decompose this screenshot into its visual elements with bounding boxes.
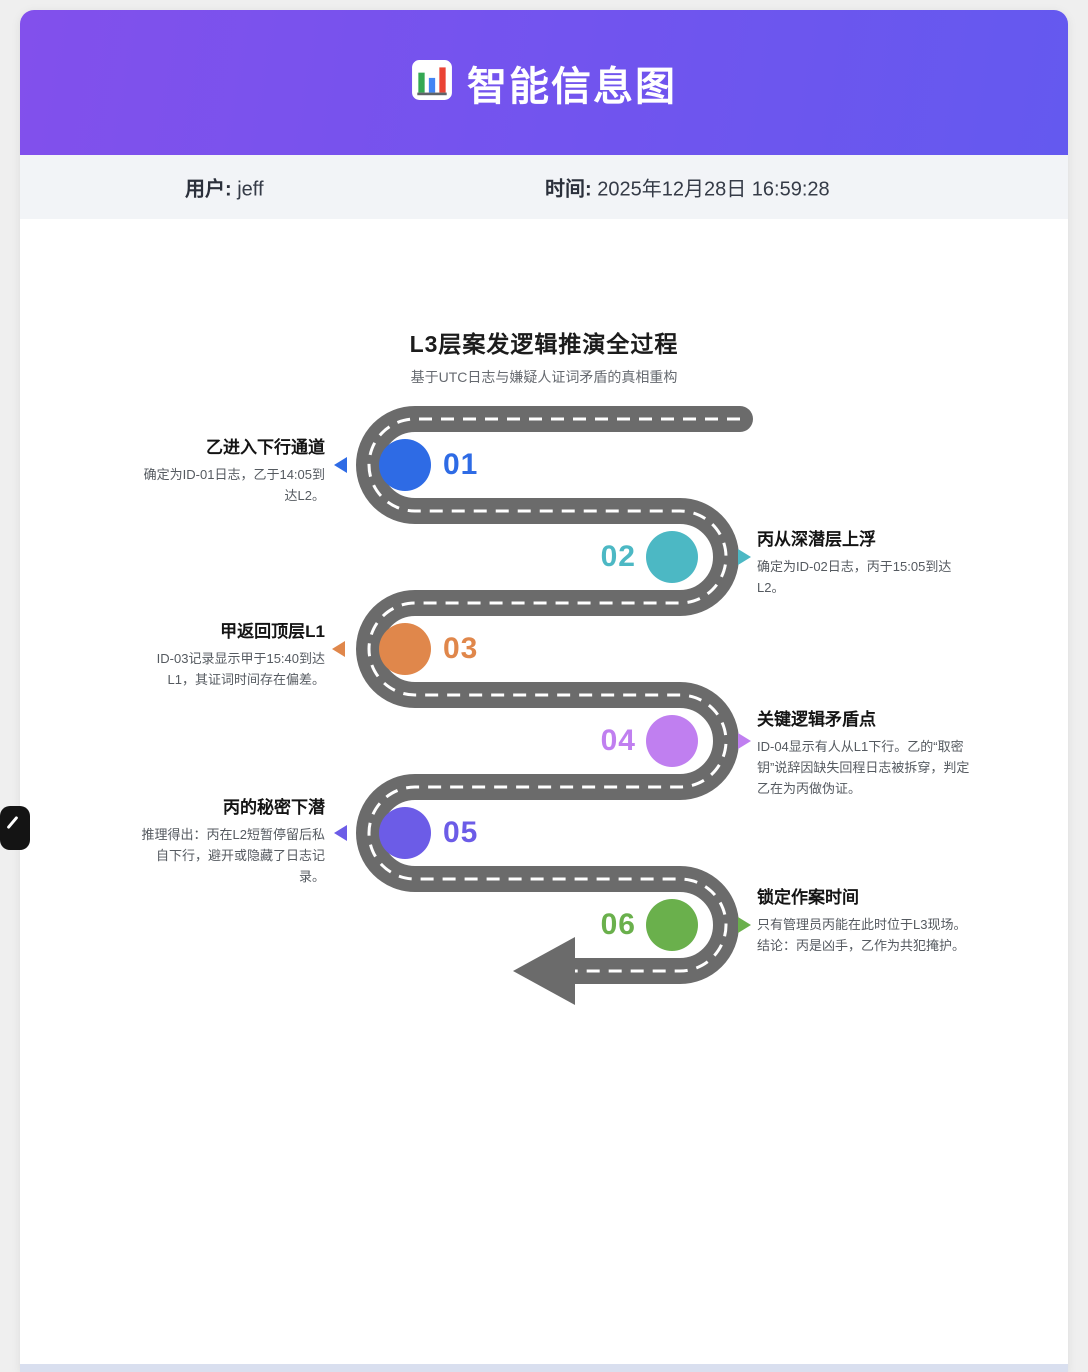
step-03-circle <box>379 623 431 675</box>
road-center-dashes <box>367 417 740 973</box>
step-04-label: 关键逻辑矛盾点 ID-04显示有人从L1下行。乙的“取密钥”说辞因缺失回程日志被… <box>757 705 972 799</box>
step-04-pointer-icon <box>738 733 751 749</box>
road-asphalt <box>356 406 753 984</box>
step-02-title: 丙从深潜层上浮 <box>757 530 876 549</box>
step-01-number: 01 <box>443 448 479 481</box>
infographic-canvas: L3层案发逻辑推演全过程 基于UTC日志与嫌疑人证词矛盾的真相重构 01 乙进入… <box>20 219 1068 1364</box>
step-03-pointer-icon <box>332 641 345 657</box>
user-value: jeff <box>237 178 264 201</box>
footer-strip <box>20 1364 1068 1372</box>
app-title: 智能信息图 <box>467 64 677 109</box>
time-info: 时间: 2025年12月28日 16:59:28 <box>545 173 830 202</box>
step-03-title: 甲返回顶层L1 <box>220 622 325 641</box>
step-01-label: 乙进入下行通道 确定为ID-01日志，乙于14:05到达L2。 <box>140 433 325 506</box>
step-06-label: 锁定作案时间 只有管理员丙能在此时位于L3现场。结论：丙是凶手，乙作为共犯掩护。 <box>757 883 972 956</box>
step-01-circle <box>379 439 431 491</box>
step-04-number: 04 <box>600 724 636 757</box>
step-04-desc: ID-04显示有人从L1下行。乙的“取密钥”说辞因缺失回程日志被拆穿，判定乙在为… <box>757 739 970 797</box>
step-02-pointer-icon <box>738 549 751 565</box>
step-01-desc: 确定为ID-01日志，乙于14:05到达L2。 <box>143 467 325 504</box>
step-02-circle <box>646 531 698 583</box>
step-06-number: 06 <box>600 908 636 941</box>
step-03-label: 甲返回顶层L1 ID-03记录显示甲于15:40到达L1，其证词时间存在偏差。 <box>140 617 325 690</box>
road-arrowhead-icon <box>513 937 575 1005</box>
user-label: 用户: <box>185 178 232 201</box>
step-04-title: 关键逻辑矛盾点 <box>757 710 876 729</box>
bar-chart-icon <box>411 59 453 106</box>
step-05-pointer-icon <box>334 825 347 841</box>
step-02-desc: 确定为ID-02日志，丙于15:05到达L2。 <box>757 559 952 596</box>
step-06-pointer-icon <box>738 917 751 933</box>
road-path-svg <box>356 406 753 1005</box>
step-06-desc: 只有管理员丙能在此时位于L3现场。结论：丙是凶手，乙作为共犯掩护。 <box>757 917 967 954</box>
step-05-label: 丙的秘密下潜 推理得出：丙在L2短暂停留后私自下行，避开或隐藏了日志记录。 <box>140 793 325 887</box>
infographic-subtitle: 基于UTC日志与嫌疑人证词矛盾的真相重构 <box>410 369 678 385</box>
time-value: 2025年12月28日 16:59:28 <box>597 178 830 201</box>
user-info: 用户: jeff <box>185 173 264 202</box>
step-01-pointer-icon <box>334 457 347 473</box>
side-edit-handle[interactable] <box>0 806 30 850</box>
page-card: 智能信息图 用户: jeff 时间: 2025年12月28日 16:59:28 … <box>20 10 1068 1372</box>
pencil-icon <box>6 815 19 830</box>
step-05-desc: 推理得出：丙在L2短暂停留后私自下行，避开或隐藏了日志记录。 <box>141 827 325 885</box>
step-02-number: 02 <box>600 540 636 573</box>
step-04-circle <box>646 715 698 767</box>
step-06-circle <box>646 899 698 951</box>
time-label: 时间: <box>545 178 592 201</box>
info-bar: 用户: jeff 时间: 2025年12月28日 16:59:28 <box>20 155 1068 219</box>
step-06-title: 锁定作案时间 <box>757 888 859 907</box>
step-02-label: 丙从深潜层上浮 确定为ID-02日志，丙于15:05到达L2。 <box>757 525 969 598</box>
step-05-number: 05 <box>443 816 479 849</box>
step-05-circle <box>379 807 431 859</box>
app-header: 智能信息图 <box>20 10 1068 155</box>
step-03-desc: ID-03记录显示甲于15:40到达L1，其证词时间存在偏差。 <box>156 651 325 688</box>
step-03-number: 03 <box>443 632 479 665</box>
step-05-title: 丙的秘密下潜 <box>223 798 325 817</box>
step-01-title: 乙进入下行通道 <box>206 438 325 457</box>
infographic-title: L3层案发逻辑推演全过程 <box>409 331 679 357</box>
